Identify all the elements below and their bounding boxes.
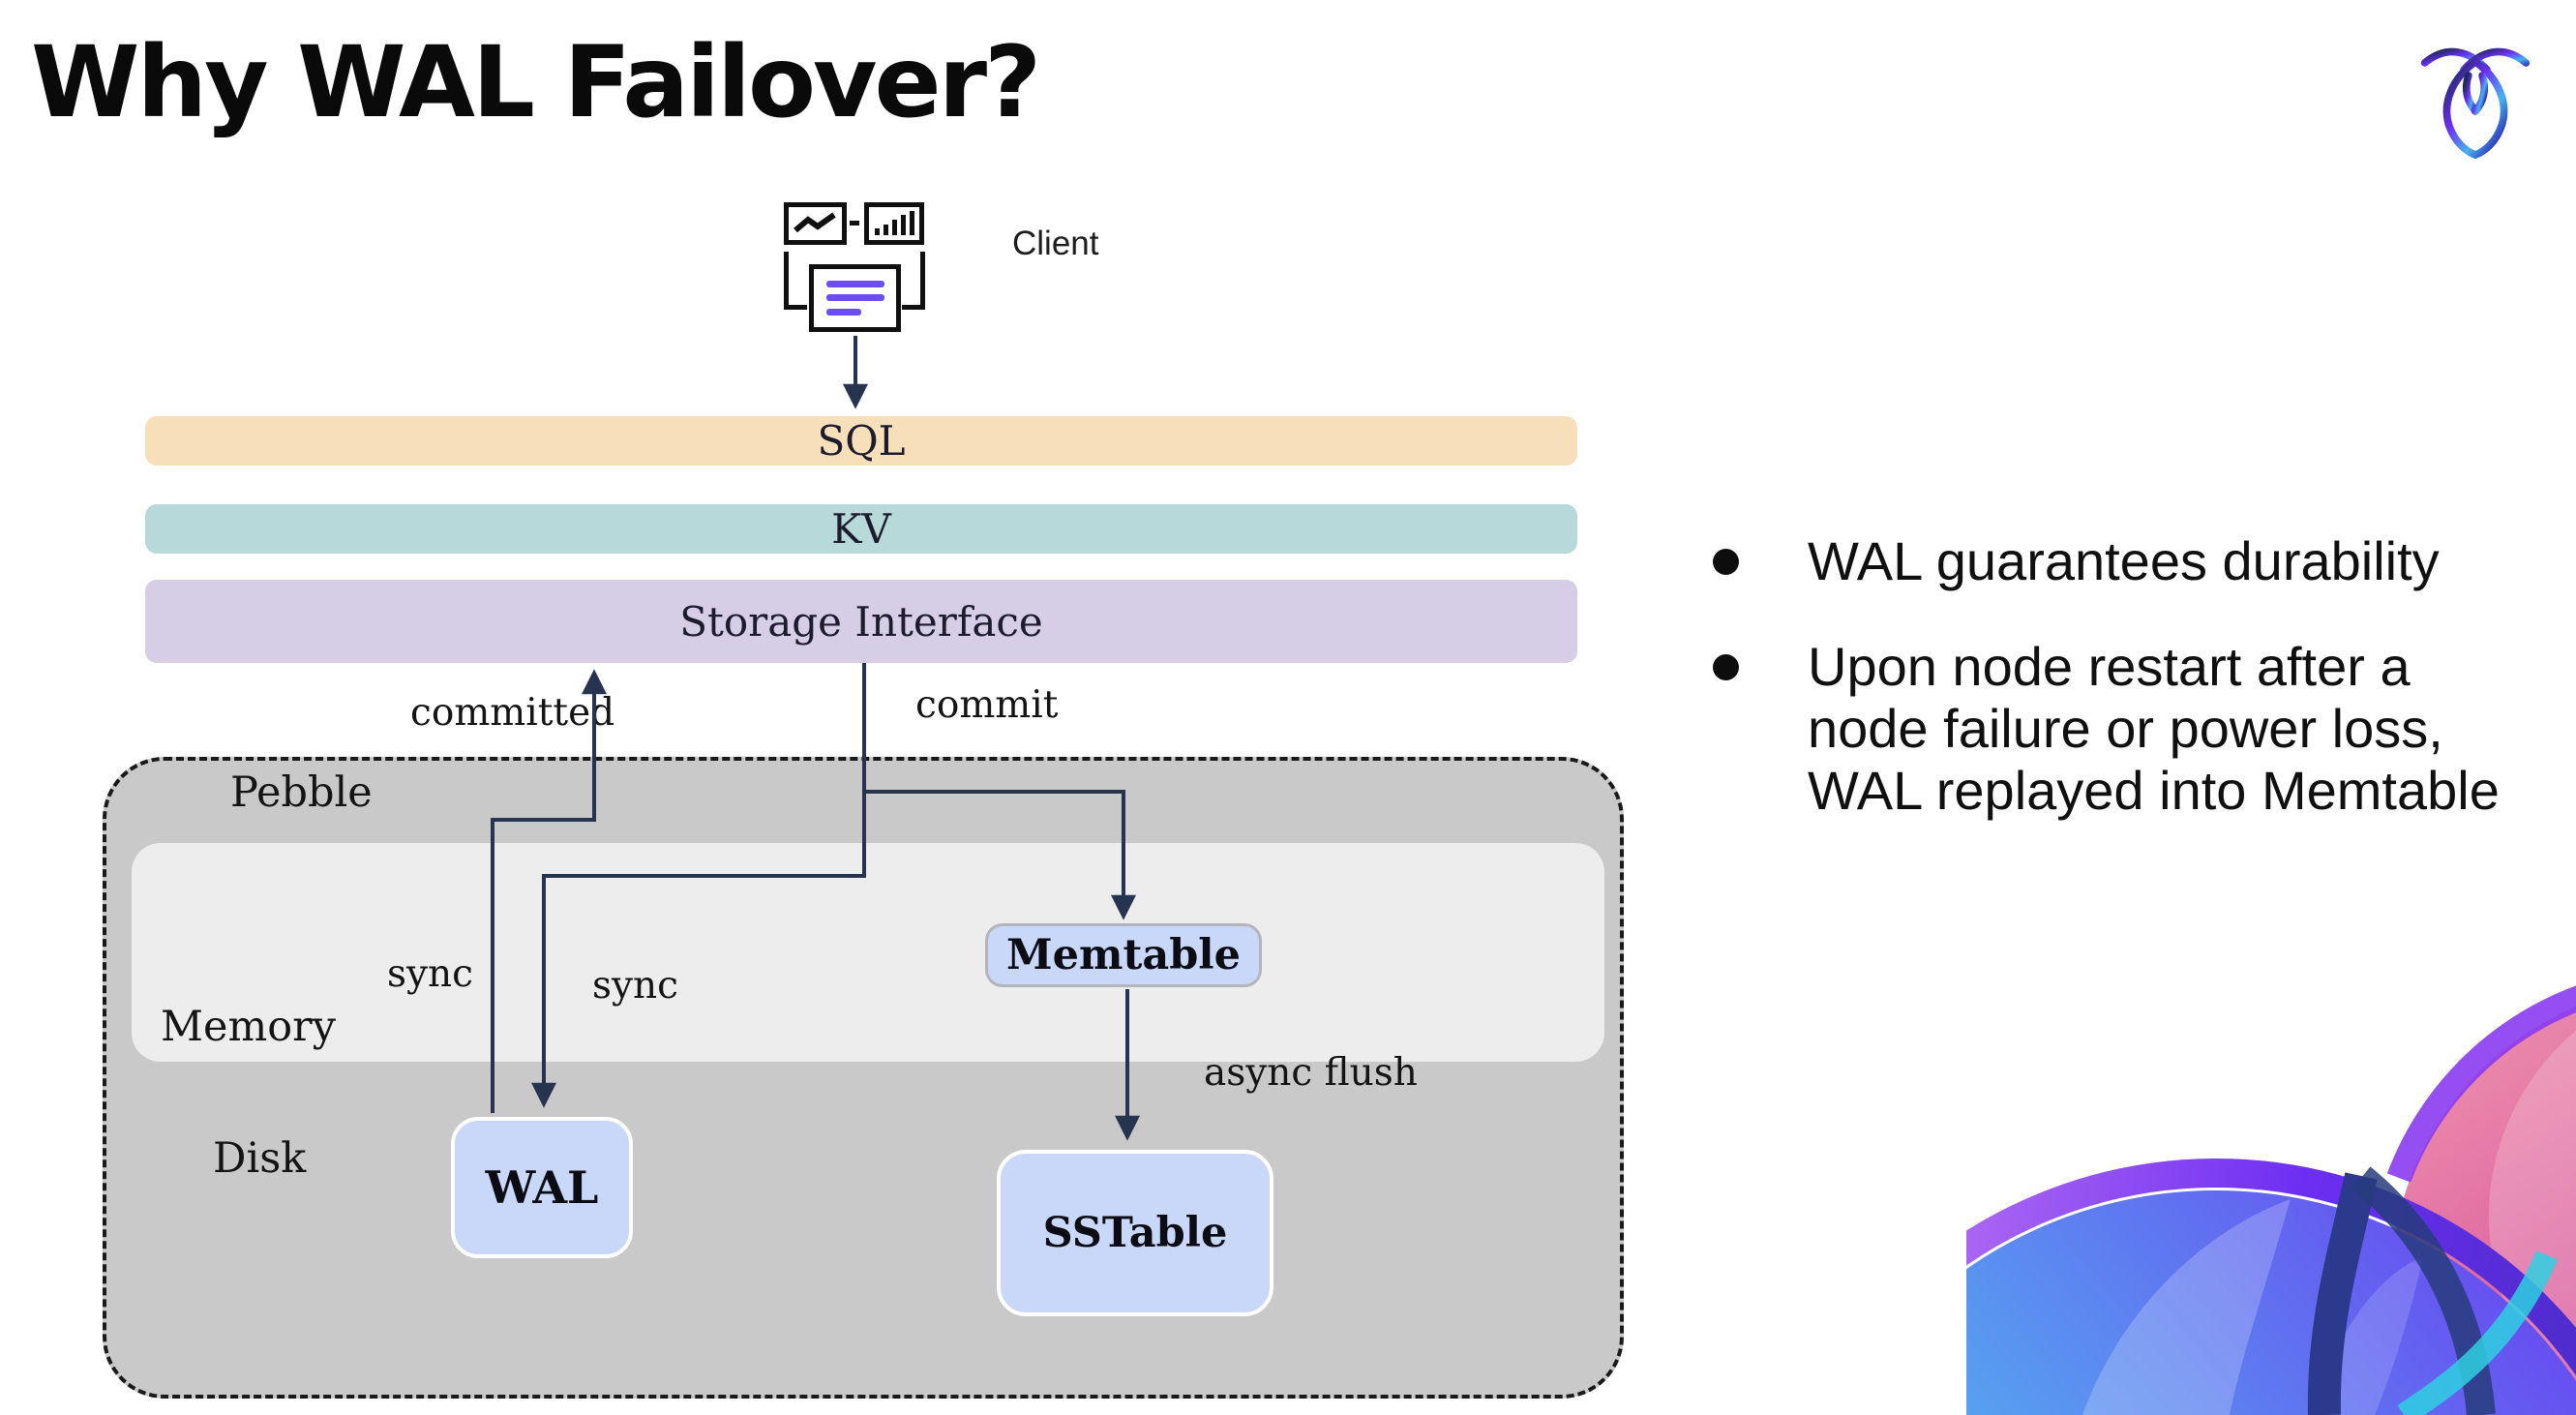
edge-label-sync-right: sync bbox=[592, 964, 679, 1008]
layer-bar-sql: SQL bbox=[145, 416, 1577, 466]
bracket-left-icon bbox=[784, 252, 807, 310]
edge-label-commit: commit bbox=[915, 683, 1059, 727]
bullet-line: WAL guarantees durability bbox=[1808, 530, 2440, 591]
disk-label: Disk bbox=[213, 1134, 307, 1183]
layer-bar-sql-label: SQL bbox=[817, 417, 906, 465]
memory-band bbox=[132, 843, 1604, 1062]
bullet-line: Upon node restart after a bbox=[1808, 636, 2411, 697]
wal-node: WAL bbox=[451, 1117, 633, 1258]
layer-bar-kv-label: KV bbox=[831, 505, 891, 553]
page-title: Why WAL Failover? bbox=[31, 25, 1041, 140]
edge-label-async-flush: async flush bbox=[1204, 1051, 1418, 1095]
line-chart-icon bbox=[784, 202, 847, 245]
list-item: Upon node restart after a node failure o… bbox=[1713, 636, 2516, 822]
bullet-dot-icon bbox=[1713, 549, 1739, 575]
memory-label: Memory bbox=[161, 1003, 336, 1051]
bullet-text: Upon node restart after a node failure o… bbox=[1808, 636, 2500, 822]
pebble-label: Pebble bbox=[230, 768, 373, 817]
layer-bar-storage-interface-label: Storage Interface bbox=[679, 597, 1043, 646]
sstable-node: SSTable bbox=[997, 1150, 1273, 1316]
bullet-dot-icon bbox=[1713, 654, 1739, 680]
sstable-node-label: SSTable bbox=[1042, 1209, 1228, 1257]
edge-label-sync-left: sync bbox=[387, 952, 474, 996]
layer-bar-kv: KV bbox=[145, 504, 1577, 554]
edge-label-committed: committed bbox=[410, 691, 615, 735]
cockroachdb-logo-icon bbox=[2420, 47, 2531, 160]
client-label: Client bbox=[1012, 225, 1099, 262]
bullet-line: WAL replayed into Memtable bbox=[1808, 760, 2500, 821]
wal-node-label: WAL bbox=[485, 1161, 599, 1214]
bullet-line: node failure or power loss, bbox=[1808, 698, 2443, 759]
brand-artwork-spheres bbox=[1966, 985, 2576, 1415]
list-item: WAL guarantees durability bbox=[1713, 530, 2516, 592]
bullet-text: WAL guarantees durability bbox=[1808, 530, 2440, 592]
memtable-node-label: Memtable bbox=[1006, 931, 1241, 979]
layer-bar-storage-interface: Storage Interface bbox=[145, 580, 1577, 663]
memtable-node: Memtable bbox=[985, 923, 1262, 987]
document-icon bbox=[809, 264, 901, 332]
bracket-right-icon bbox=[902, 252, 925, 310]
bar-chart-icon bbox=[864, 202, 924, 245]
bullet-list: WAL guarantees durability Upon node rest… bbox=[1713, 530, 2516, 865]
icon-connector-dash bbox=[850, 221, 859, 226]
